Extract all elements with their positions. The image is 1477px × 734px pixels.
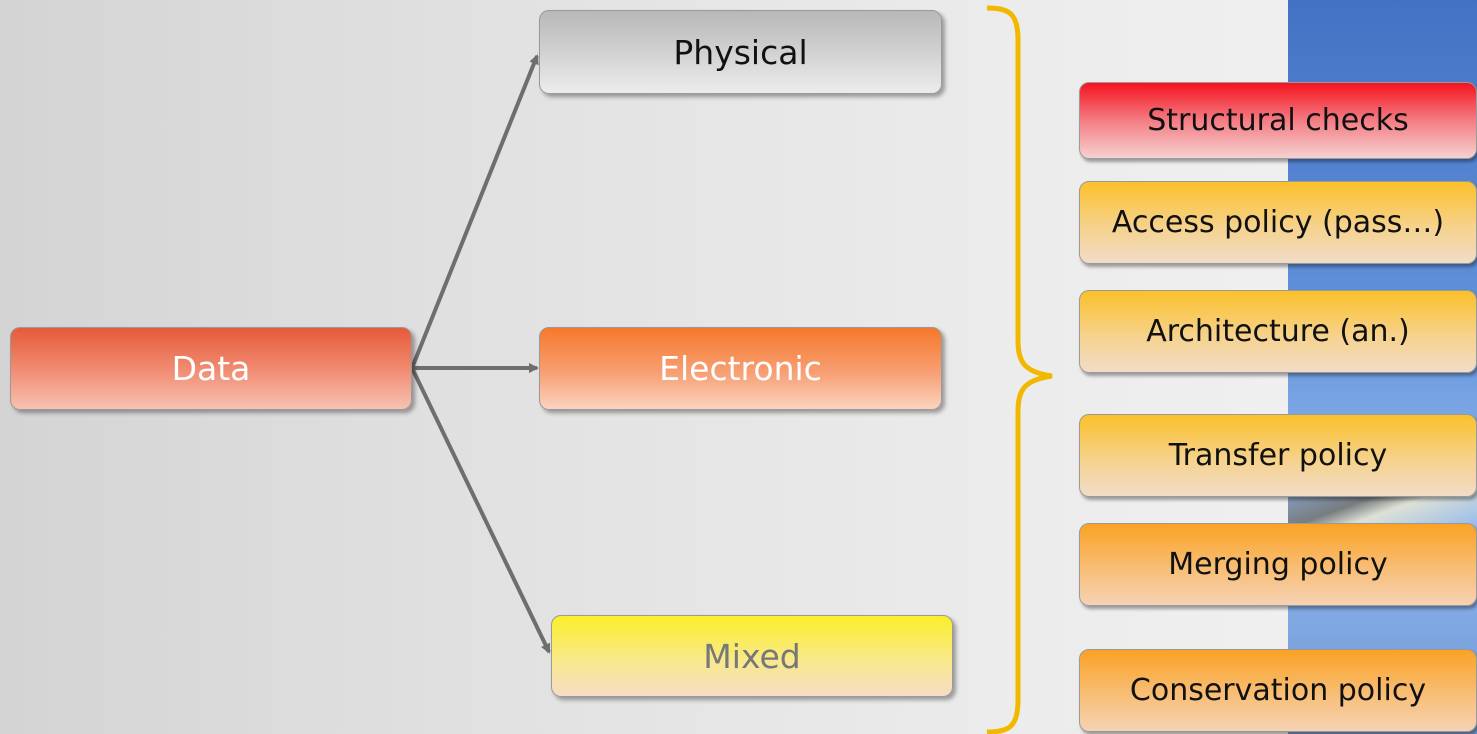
conservation-policy-box: Conservation policy [1079, 649, 1477, 732]
conservation-policy-label: Conservation policy [1129, 673, 1427, 708]
merging-policy-label: Merging policy [1168, 547, 1388, 582]
data-node: Data [10, 327, 412, 410]
access-policy-label: Access policy (pass…) [1111, 205, 1445, 240]
access-policy-box: Access policy (pass…) [1079, 181, 1477, 264]
arrow-to-physical [410, 54, 539, 369]
grouping-brace [986, 5, 1053, 734]
merging-policy-box: Merging policy [1079, 523, 1477, 606]
physical-node-label: Physical [673, 32, 808, 72]
physical-node: Physical [539, 10, 942, 94]
mixed-node-label: Mixed [703, 636, 801, 676]
transfer-policy-box: Transfer policy [1079, 414, 1477, 497]
structural-checks-box: Structural checks [1079, 82, 1477, 159]
structural-checks-label: Structural checks [1147, 103, 1409, 138]
architecture-label: Architecture (an.) [1146, 314, 1410, 349]
arrow-to-mixed [410, 367, 551, 654]
electronic-node: Electronic [539, 327, 942, 410]
data-node-label: Data [171, 349, 251, 388]
electronic-node-label: Electronic [659, 349, 822, 388]
mixed-node: Mixed [551, 615, 953, 697]
architecture-box: Architecture (an.) [1079, 290, 1477, 373]
transfer-policy-label: Transfer policy [1168, 438, 1388, 473]
